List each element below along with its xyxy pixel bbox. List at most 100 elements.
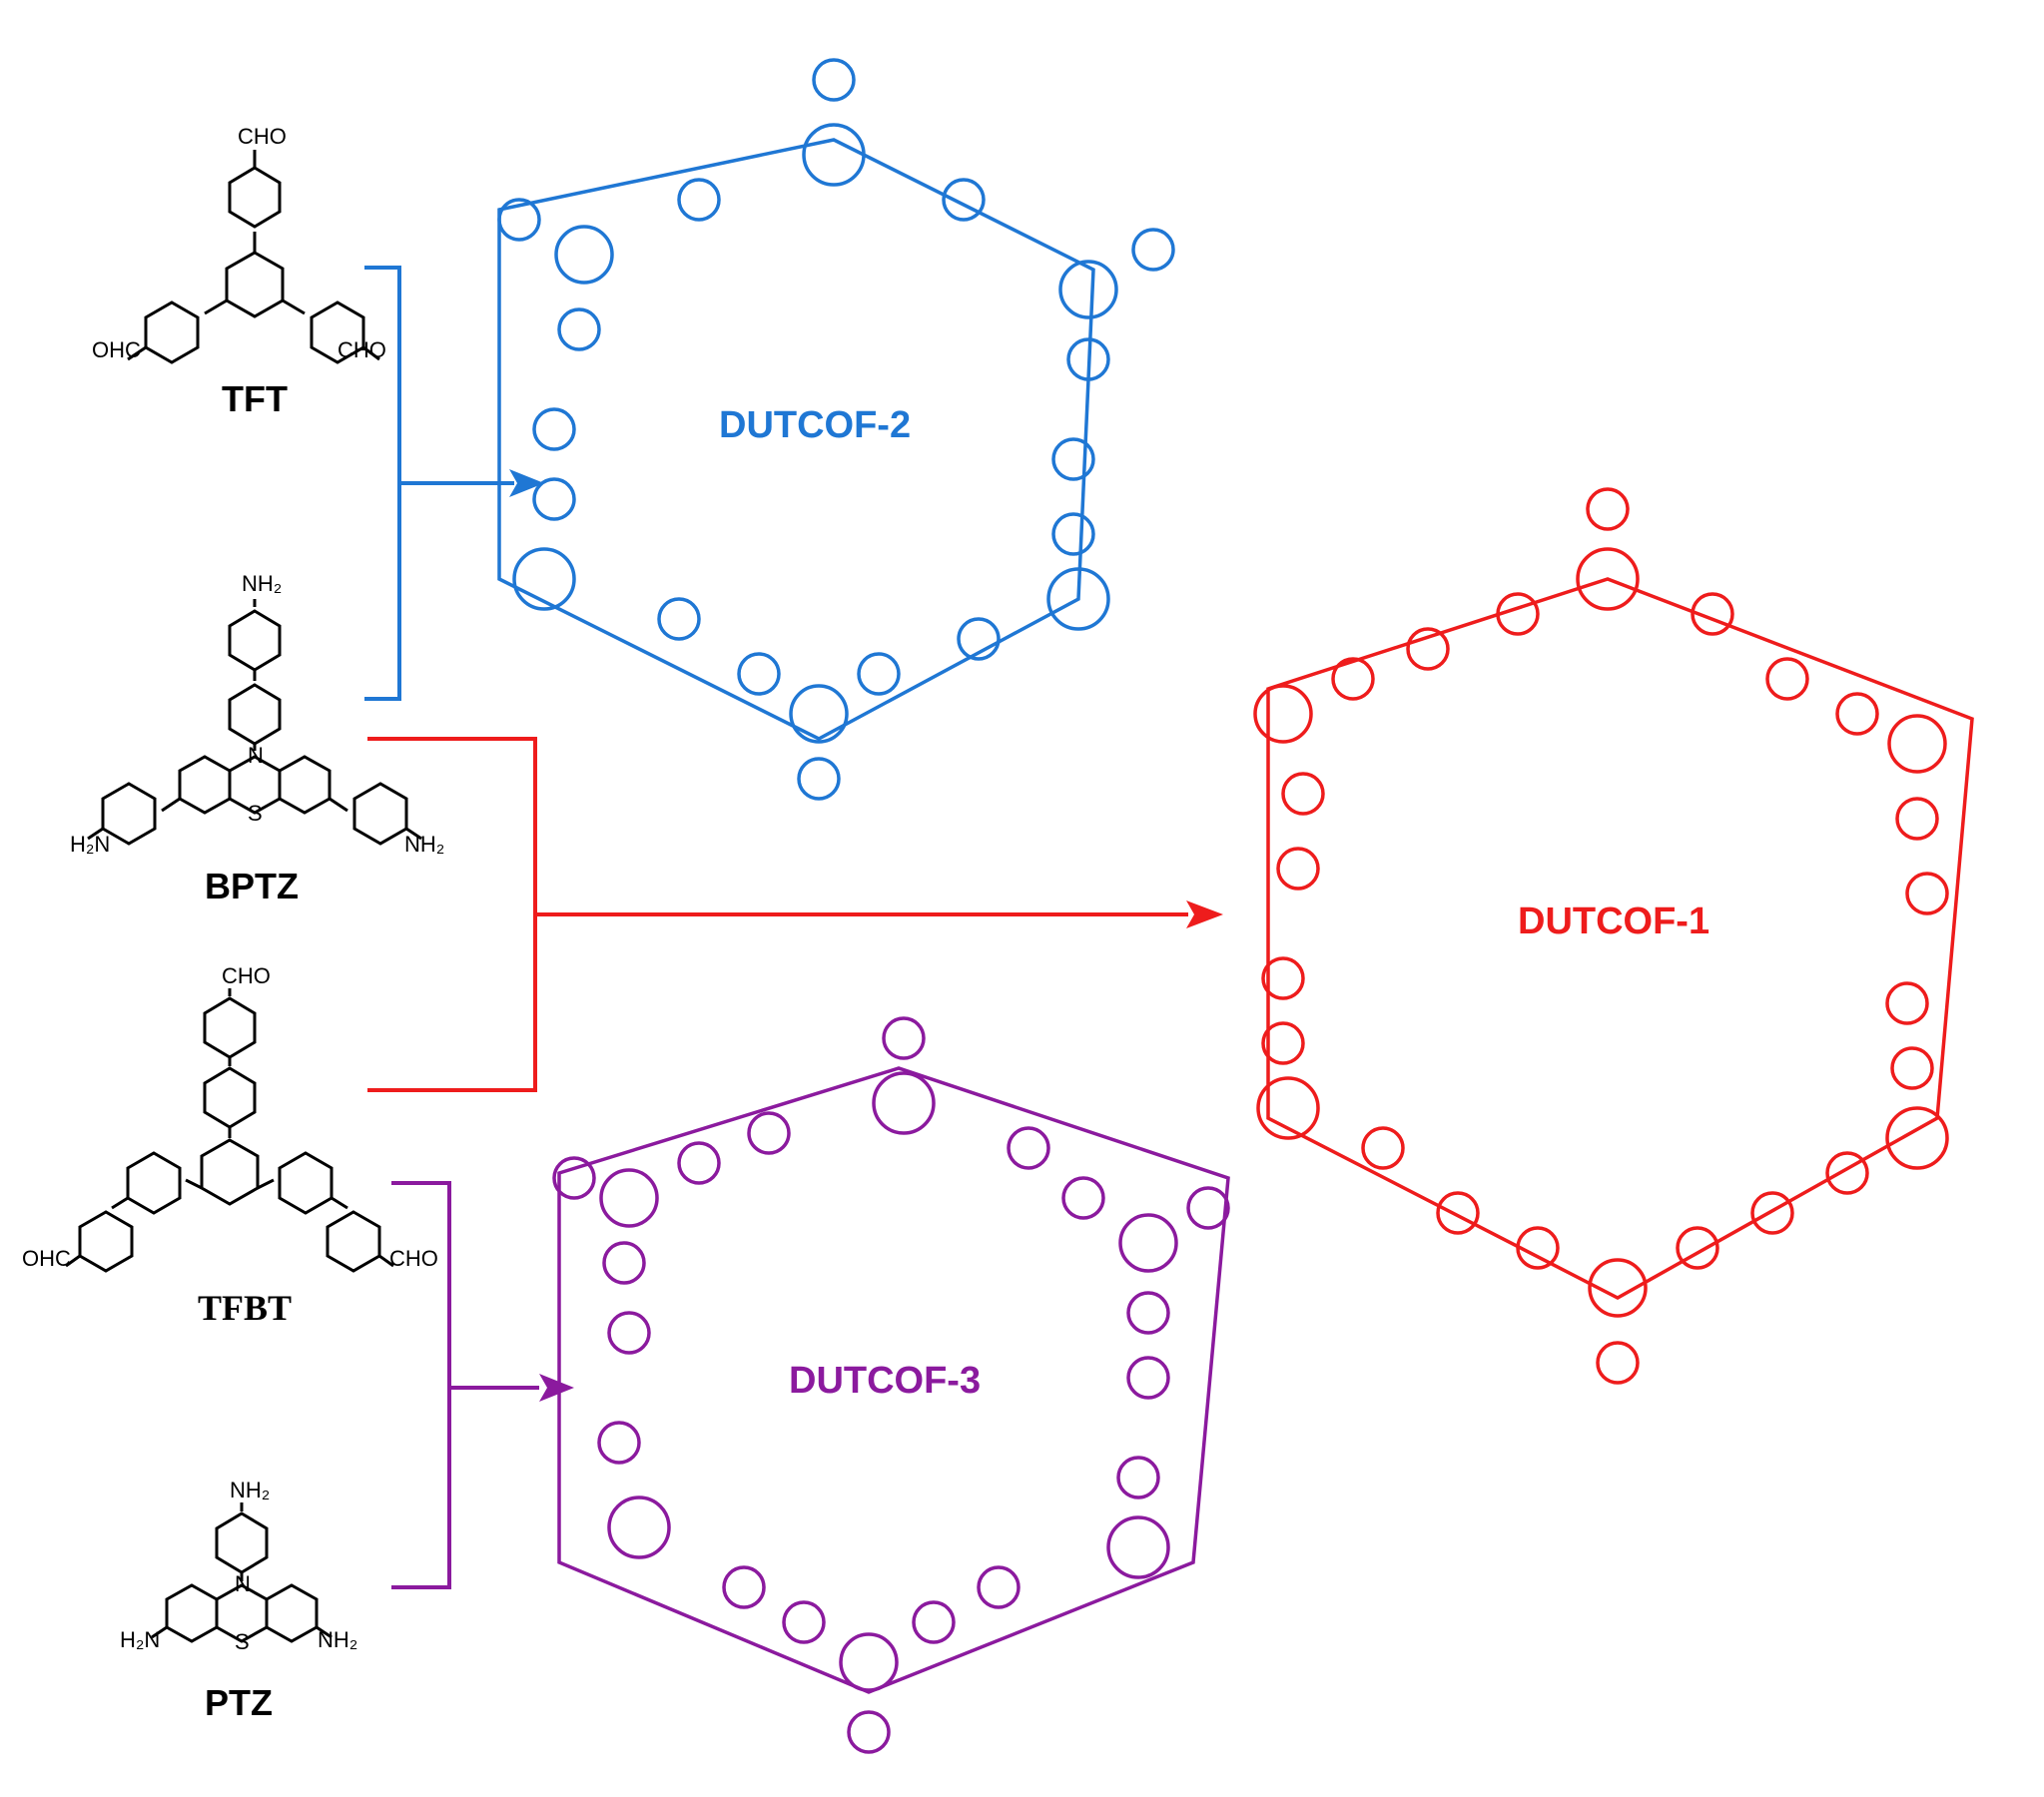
monomer-label-bptz: BPTZ <box>205 866 299 906</box>
ring <box>782 1600 826 1644</box>
ring <box>737 652 781 696</box>
ring <box>912 1600 956 1644</box>
monomer-label-ptz: PTZ <box>205 1682 273 1723</box>
arrowhead-cof3 <box>539 1374 574 1402</box>
reaction-arrow-cof1 <box>367 737 1188 1092</box>
framework-dutcof-1 <box>1253 487 1974 1385</box>
node-phenothiazine <box>1256 1076 1320 1140</box>
arrowhead-cof2 <box>509 469 544 497</box>
node-phenothiazine <box>1046 567 1110 631</box>
benzene-ring <box>278 1151 334 1215</box>
framework-label-dutcof-1: DUTCOF-1 <box>1518 900 1709 942</box>
node-triazine <box>1118 1213 1178 1273</box>
node-triazine <box>789 684 849 744</box>
ring <box>1516 1226 1560 1270</box>
benzene-ring <box>326 1210 381 1273</box>
ring <box>957 617 1001 661</box>
ring <box>497 198 541 242</box>
benzene-ring <box>228 609 282 672</box>
ring <box>1051 437 1095 481</box>
node-phenothiazine <box>607 1496 671 1559</box>
aldehyde-label: OHC <box>22 1246 71 1271</box>
triazine-ring <box>225 251 285 318</box>
ring <box>1905 872 1949 915</box>
node-phenothiazine <box>512 547 576 611</box>
ring <box>1066 337 1110 381</box>
ring <box>1361 1126 1405 1170</box>
node-triazine <box>1588 1258 1648 1318</box>
node-phenothiazine <box>1576 547 1640 611</box>
ring <box>1825 1151 1869 1195</box>
node-triazine <box>839 1632 899 1692</box>
ring <box>557 307 601 351</box>
ring <box>1596 1341 1640 1385</box>
monomer-tft <box>127 150 380 364</box>
amine-label: NH₂ <box>404 832 444 857</box>
aldehyde-label: CHO <box>389 1246 438 1271</box>
ring <box>977 1565 1021 1609</box>
framework-dutcof-2 <box>497 58 1175 801</box>
ring <box>1276 847 1320 891</box>
framework-label-dutcof-3: DUTCOF-3 <box>789 1360 981 1402</box>
ring <box>1750 1191 1794 1235</box>
amine-label: NH₂ <box>242 571 282 596</box>
framework-label-dutcof-2: DUTCOF-2 <box>719 404 911 446</box>
ring <box>657 597 701 641</box>
ring <box>1126 1291 1170 1335</box>
ring <box>942 178 986 222</box>
ring <box>722 1565 766 1609</box>
ring <box>1496 592 1540 636</box>
reaction-arrow-cof2 <box>364 266 514 701</box>
aldehyde-label: CHO <box>338 337 386 362</box>
node-triazine <box>554 225 614 285</box>
amine-label: NH₂ <box>230 1478 270 1502</box>
ring <box>677 178 721 222</box>
node-phenothiazine <box>872 1071 936 1135</box>
framework-dutcof-3 <box>552 1016 1230 1754</box>
benzene-ring <box>215 1511 269 1574</box>
ring <box>1126 1356 1170 1400</box>
benzene-ring <box>228 166 282 229</box>
arrowhead-cof1 <box>1186 900 1223 928</box>
ring <box>1676 1226 1719 1270</box>
benzene-ring <box>352 782 408 846</box>
amine-label: H₂N <box>70 832 110 857</box>
benzene-ring <box>178 755 232 815</box>
ring <box>1885 981 1929 1025</box>
ring <box>1691 592 1734 636</box>
node-phenothiazine <box>1106 1515 1170 1579</box>
ring <box>1890 1046 1934 1090</box>
aldehyde-label: OHC <box>92 337 141 362</box>
benzene-ring <box>203 996 257 1059</box>
ring <box>1261 956 1305 1000</box>
ring <box>1895 797 1939 841</box>
ring <box>1406 627 1450 671</box>
ring <box>847 1710 891 1754</box>
ring <box>532 477 576 521</box>
benzene-ring <box>101 782 157 846</box>
sulfur-atom: S <box>248 801 263 826</box>
monomer-label-tft: TFT <box>222 378 288 419</box>
ring <box>1835 692 1879 736</box>
ring <box>1186 1186 1230 1230</box>
benzene-ring <box>203 1066 257 1129</box>
monomer-bptz <box>87 599 422 846</box>
node-triazine <box>1058 260 1118 319</box>
ring <box>1007 1126 1050 1170</box>
framework-backbone <box>557 1066 1230 1694</box>
benzene-ring <box>126 1151 182 1215</box>
benzene-ring <box>278 755 332 815</box>
nitrogen-atom: N <box>235 1571 251 1596</box>
ring <box>1051 512 1095 556</box>
node-triazine <box>1887 714 1947 774</box>
ring <box>812 58 856 102</box>
aldehyde-label: CHO <box>222 963 271 988</box>
benzene-ring <box>144 300 200 364</box>
ring <box>607 1311 651 1355</box>
triazine-ring <box>200 1138 260 1206</box>
ring <box>1436 1191 1480 1235</box>
ring <box>1331 657 1375 701</box>
ring <box>1586 487 1630 531</box>
ring <box>602 1241 646 1285</box>
